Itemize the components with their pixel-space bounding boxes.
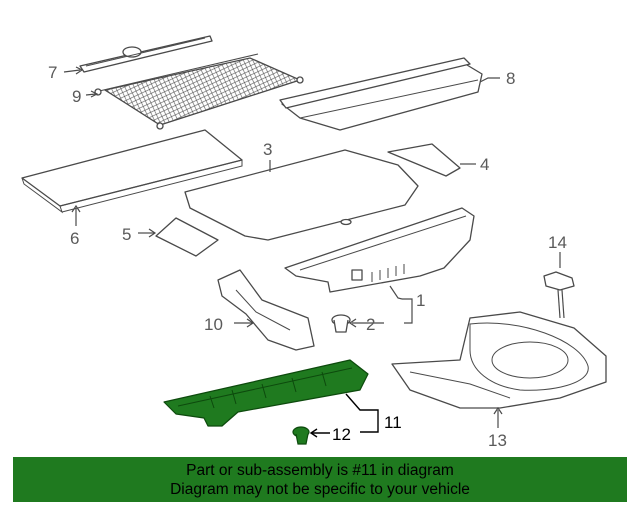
leader-lines	[63, 66, 561, 428]
callout-3: 3	[263, 140, 272, 159]
part-13-spare-tub	[391, 311, 607, 409]
callout-2: 2	[366, 315, 375, 334]
parts-diagram: 7 9 8 3 4 6 5 14 1 10 2 11 12 13	[21, 35, 607, 450]
banner-line-1: Part or sub-assembly is #11 in diagram	[186, 462, 454, 479]
callout-5: 5	[122, 225, 131, 244]
callout-7: 7	[48, 63, 57, 82]
callout-9: 9	[72, 87, 81, 106]
part-4-pad	[387, 143, 461, 177]
part-6-deck-board	[21, 129, 243, 214]
part-1-rear-trim	[284, 207, 475, 293]
callout-12: 12	[332, 425, 351, 444]
part-10-side-bracket	[217, 269, 315, 351]
part-3-cargo-mat	[184, 149, 419, 241]
callout-8: 8	[506, 69, 515, 88]
part-5-pad	[155, 217, 219, 257]
part-12-clip	[292, 426, 310, 445]
callout-11: 11	[384, 413, 402, 432]
part-2-clip	[331, 314, 351, 333]
callout-13: 13	[488, 431, 507, 450]
part-9-cargo-net	[94, 53, 304, 130]
part-14-bolt	[543, 271, 575, 319]
callout-1: 1	[416, 291, 425, 310]
callout-4: 4	[480, 155, 489, 174]
callout-14: 14	[548, 233, 567, 252]
part-8-tonneau-cover	[279, 57, 483, 131]
highlight-leader-lines	[309, 393, 379, 438]
banner-line-2: Diagram may not be specific to your vehi…	[170, 481, 470, 498]
callout-6: 6	[70, 229, 79, 248]
part-7-rod	[79, 35, 213, 73]
callout-10: 10	[204, 315, 223, 334]
part-11-highlighted-tray	[163, 359, 369, 427]
info-banner: Part or sub-assembly is #11 in diagram D…	[13, 457, 627, 502]
